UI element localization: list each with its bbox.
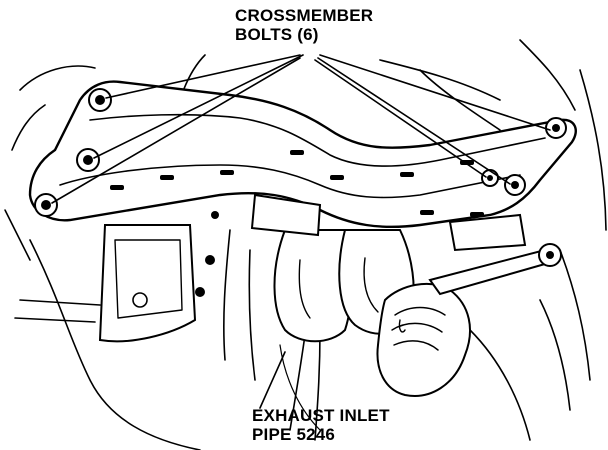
crossmember <box>28 80 577 252</box>
crossmember-bolts-callout: CROSSMEMBER BOLTS (6) <box>235 6 373 44</box>
bolt-3 <box>34 193 58 217</box>
bolt-6 <box>481 169 499 187</box>
exhaust-inlet-pipe-callout-line-1: EXHAUST INLET <box>252 406 390 425</box>
crossmember-bolts <box>34 88 567 217</box>
crossmember-bolts-callout-line-1: CROSSMEMBER <box>235 6 374 25</box>
bolt-2 <box>76 148 100 172</box>
exhaust-inlet-pipe-callout-line-2: PIPE 5246 <box>252 425 336 444</box>
exhaust-pipe-leader-line <box>259 351 286 409</box>
crossmember-bolts-callout-line-2: BOLTS (6) <box>235 25 319 44</box>
left-housing <box>98 211 219 343</box>
bolt-5 <box>504 174 526 196</box>
exhaust-inlet-pipe-callout: EXHAUST INLET PIPE 5246 <box>252 406 390 444</box>
crossmember-bolts-leader-lines <box>51 54 551 204</box>
vehicle-body-contours <box>4 39 607 450</box>
hand-with-wrench <box>376 243 562 397</box>
bolt-4 <box>545 117 567 139</box>
bolt-1 <box>88 88 112 112</box>
